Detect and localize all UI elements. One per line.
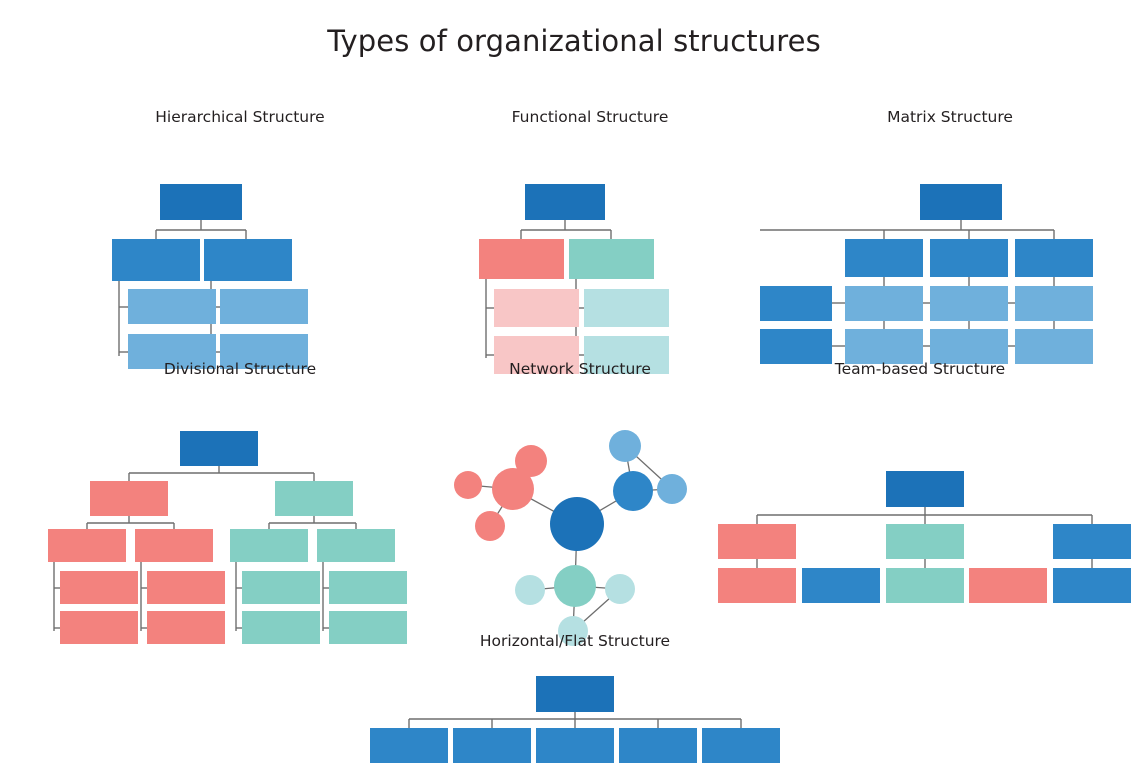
node-branch-left[interactable] [479, 239, 564, 279]
node-root[interactable] [180, 431, 258, 466]
node-node-blue-1[interactable] [609, 430, 641, 462]
node-division-left[interactable] [90, 481, 168, 516]
node-sub-left-2b[interactable] [147, 611, 225, 644]
node-branch-right[interactable] [569, 239, 654, 279]
node-root[interactable] [920, 184, 1002, 220]
node-leaf-right-2[interactable] [220, 334, 308, 369]
node-team-lead-2[interactable] [886, 524, 964, 559]
node-node-blue-2[interactable] [657, 474, 687, 504]
node-sub-right-2a[interactable] [329, 571, 407, 604]
page-title: Types of organizational structures [327, 24, 821, 58]
node-node-teal-3[interactable] [558, 616, 588, 646]
node-sub-right-2b[interactable] [329, 611, 407, 644]
node-sub-left-1a[interactable] [60, 571, 138, 604]
node-row-head-1[interactable] [760, 286, 832, 321]
panel-title-network: Network Structure [509, 360, 651, 378]
node-unit-2[interactable] [453, 728, 531, 763]
node-team-member-3[interactable] [886, 568, 964, 603]
node-unit-right-2[interactable] [317, 529, 395, 562]
panel-title-hierarchical: Hierarchical Structure [155, 108, 325, 126]
node-node-teal-2[interactable] [605, 574, 635, 604]
node-sub-left-1b[interactable] [60, 611, 138, 644]
node-root[interactable] [536, 676, 614, 712]
node-node-salmon-1[interactable] [454, 471, 482, 499]
node-unit-left-1[interactable] [48, 529, 126, 562]
diagram-hierarchical [55, 144, 425, 369]
diagram-matrix [760, 144, 1140, 364]
node-division-right[interactable] [275, 481, 353, 516]
diagram-team-based [700, 396, 1140, 621]
panel-title-matrix: Matrix Structure [887, 108, 1013, 126]
node-cell-1-2[interactable] [930, 286, 1008, 321]
node-leaf-right-2[interactable] [584, 336, 669, 374]
node-team-member-5[interactable] [1053, 568, 1131, 603]
node-team-member-4[interactable] [969, 568, 1047, 603]
node-team-member-2[interactable] [802, 568, 880, 603]
node-sub-left-2a[interactable] [147, 571, 225, 604]
diagram-horizontal-flat [360, 668, 790, 778]
node-cell-1-3[interactable] [1015, 286, 1093, 321]
node-column-head-1[interactable] [845, 239, 923, 277]
panel-title-horizontal-flat: Horizontal/Flat Structure [479, 632, 671, 650]
node-column-head-3[interactable] [1015, 239, 1093, 277]
node-hub-teal[interactable] [554, 565, 596, 607]
node-leaf-left-1[interactable] [128, 289, 216, 324]
panel-title-team-based: Team-based Structure [834, 360, 1006, 378]
diagram-network [440, 396, 720, 646]
node-unit-right-1[interactable] [230, 529, 308, 562]
node-root[interactable] [525, 184, 605, 220]
node-node-teal-1[interactable] [515, 575, 545, 605]
node-cell-1-1[interactable] [845, 286, 923, 321]
node-node-salmon-3[interactable] [475, 511, 505, 541]
node-hub-center[interactable] [550, 497, 604, 551]
node-unit-3[interactable] [536, 728, 614, 763]
node-root[interactable] [886, 471, 964, 507]
node-branch-left[interactable] [112, 239, 200, 281]
node-column-head-2[interactable] [930, 239, 1008, 277]
node-leaf-right-1[interactable] [220, 289, 308, 324]
node-hub-salmon[interactable] [492, 468, 534, 510]
node-root[interactable] [160, 184, 242, 220]
node-row-head-2[interactable] [760, 329, 832, 364]
diagram-divisional [30, 396, 450, 644]
node-leaf-right-1[interactable] [584, 289, 669, 327]
panel-title-divisional: Divisional Structure [163, 360, 317, 378]
node-leaf-left-2[interactable] [494, 336, 579, 374]
node-cell-2-3[interactable] [1015, 329, 1093, 364]
node-hub-blue[interactable] [613, 471, 653, 511]
diagram-functional [430, 144, 750, 374]
node-branch-right[interactable] [204, 239, 292, 281]
node-leaf-left-1[interactable] [494, 289, 579, 327]
node-team-member-1[interactable] [718, 568, 796, 603]
node-unit-4[interactable] [619, 728, 697, 763]
panel-title-functional: Functional Structure [511, 108, 669, 126]
node-team-lead-1[interactable] [718, 524, 796, 559]
node-unit-5[interactable] [702, 728, 780, 763]
node-cell-2-1[interactable] [845, 329, 923, 364]
node-node-salmon-2[interactable] [515, 445, 547, 477]
node-sub-right-1b[interactable] [242, 611, 320, 644]
org-structures-poster: Types of organizational structures Hiera… [30, 24, 1140, 763]
node-unit-1[interactable] [370, 728, 448, 763]
node-team-lead-3[interactable] [1053, 524, 1131, 559]
node-leaf-left-2[interactable] [128, 334, 216, 369]
node-unit-left-2[interactable] [135, 529, 213, 562]
node-cell-2-2[interactable] [930, 329, 1008, 364]
node-sub-right-1a[interactable] [242, 571, 320, 604]
